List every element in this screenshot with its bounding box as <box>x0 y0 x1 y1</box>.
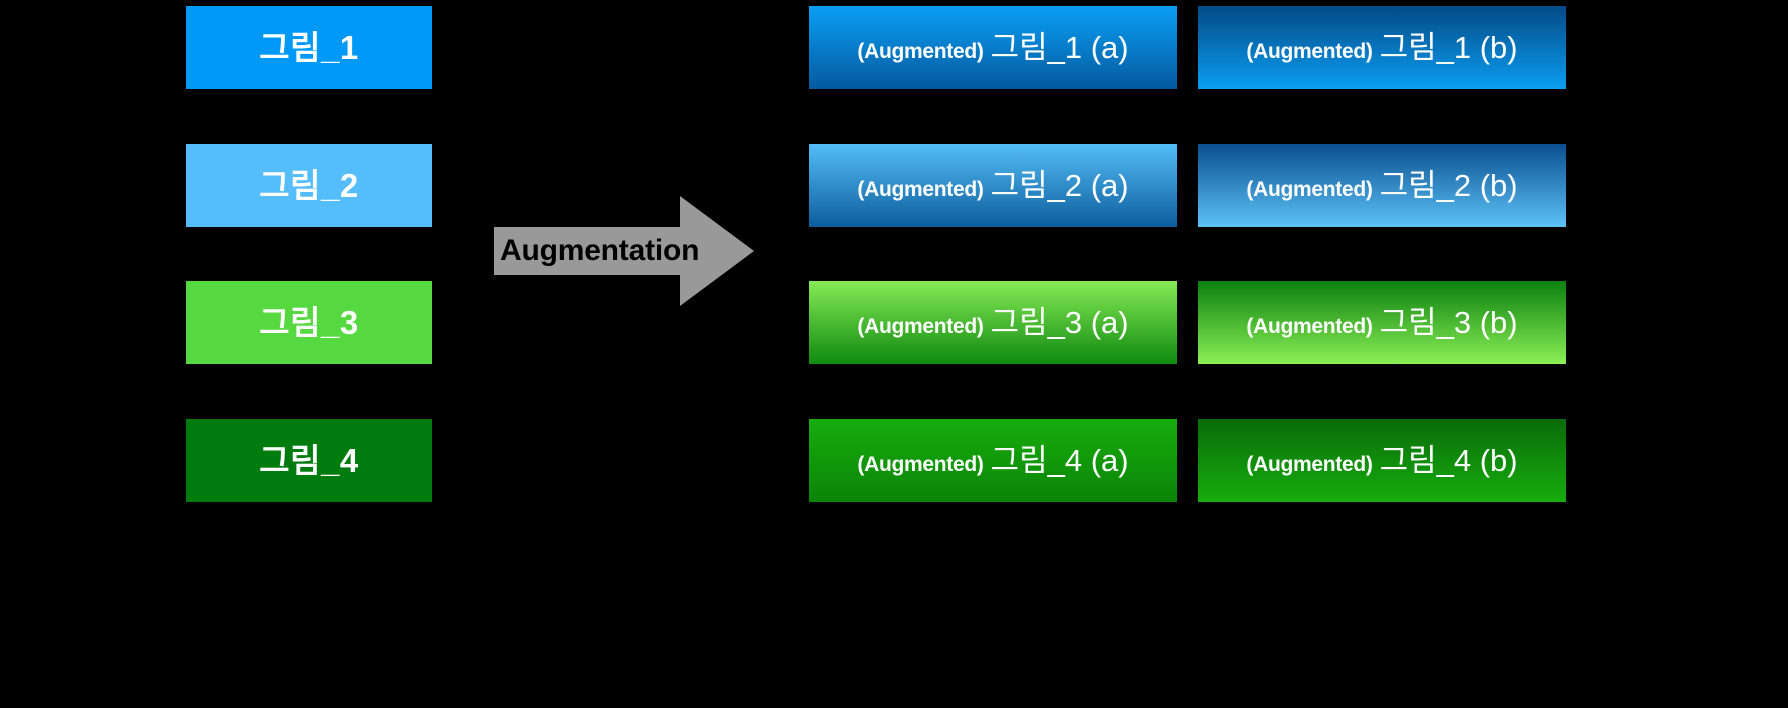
original-image-label: 그림_2 <box>259 167 359 204</box>
augmented-image-label: (Augmented) 그림_1 (b) <box>1246 32 1517 63</box>
augmented-image-box-1b[interactable]: (Augmented) 그림_1 (b) <box>1198 6 1566 89</box>
augmented-image-box-4a[interactable]: (Augmented) 그림_4 (a) <box>809 419 1177 502</box>
augmentation-arrow: Augmentation <box>494 196 754 306</box>
augmented-main: 그림_4 (b) <box>1379 443 1518 478</box>
original-image-box-4[interactable]: 그림_4 <box>186 419 432 502</box>
arrow-right-icon <box>494 196 754 306</box>
augmented-prefix: (Augmented) <box>1246 453 1373 476</box>
augmented-image-label: (Augmented) 그림_1 (a) <box>857 32 1128 63</box>
original-image-label: 그림_1 <box>259 29 359 66</box>
augmented-prefix: (Augmented) <box>857 315 984 338</box>
augmented-prefix: (Augmented) <box>1246 178 1373 201</box>
augmented-image-box-2b[interactable]: (Augmented) 그림_2 (b) <box>1198 144 1566 227</box>
augmented-prefix: (Augmented) <box>857 178 984 201</box>
augmented-main: 그림_1 (a) <box>990 30 1129 65</box>
augmented-image-label: (Augmented) 그림_3 (b) <box>1246 307 1517 338</box>
augmented-image-box-1a[interactable]: (Augmented) 그림_1 (a) <box>809 6 1177 89</box>
augmented-image-box-4b[interactable]: (Augmented) 그림_4 (b) <box>1198 419 1566 502</box>
augmented-main: 그림_3 (a) <box>990 305 1129 340</box>
augmented-main: 그림_2 (a) <box>990 168 1129 203</box>
augmented-prefix: (Augmented) <box>1246 315 1373 338</box>
augmented-main: 그림_2 (b) <box>1379 168 1518 203</box>
augmented-prefix: (Augmented) <box>857 40 984 63</box>
augmented-image-box-2a[interactable]: (Augmented) 그림_2 (a) <box>809 144 1177 227</box>
original-image-label: 그림_3 <box>259 304 359 341</box>
augmented-prefix: (Augmented) <box>857 453 984 476</box>
augmented-image-label: (Augmented) 그림_4 (a) <box>857 445 1128 476</box>
original-image-label: 그림_4 <box>259 442 359 479</box>
augmented-image-box-3a[interactable]: (Augmented) 그림_3 (a) <box>809 281 1177 364</box>
augmented-prefix: (Augmented) <box>1246 40 1373 63</box>
augmented-image-label: (Augmented) 그림_4 (b) <box>1246 445 1517 476</box>
augmented-image-label: (Augmented) 그림_3 (a) <box>857 307 1128 338</box>
original-image-box-1[interactable]: 그림_1 <box>186 6 432 89</box>
original-image-box-3[interactable]: 그림_3 <box>186 281 432 364</box>
augmented-image-label: (Augmented) 그림_2 (a) <box>857 170 1128 201</box>
augmented-main: 그림_1 (b) <box>1379 30 1518 65</box>
augmented-image-box-3b[interactable]: (Augmented) 그림_3 (b) <box>1198 281 1566 364</box>
augmented-main: 그림_3 (b) <box>1379 305 1518 340</box>
augmented-main: 그림_4 (a) <box>990 443 1129 478</box>
augmented-image-label: (Augmented) 그림_2 (b) <box>1246 170 1517 201</box>
original-image-box-2[interactable]: 그림_2 <box>186 144 432 227</box>
